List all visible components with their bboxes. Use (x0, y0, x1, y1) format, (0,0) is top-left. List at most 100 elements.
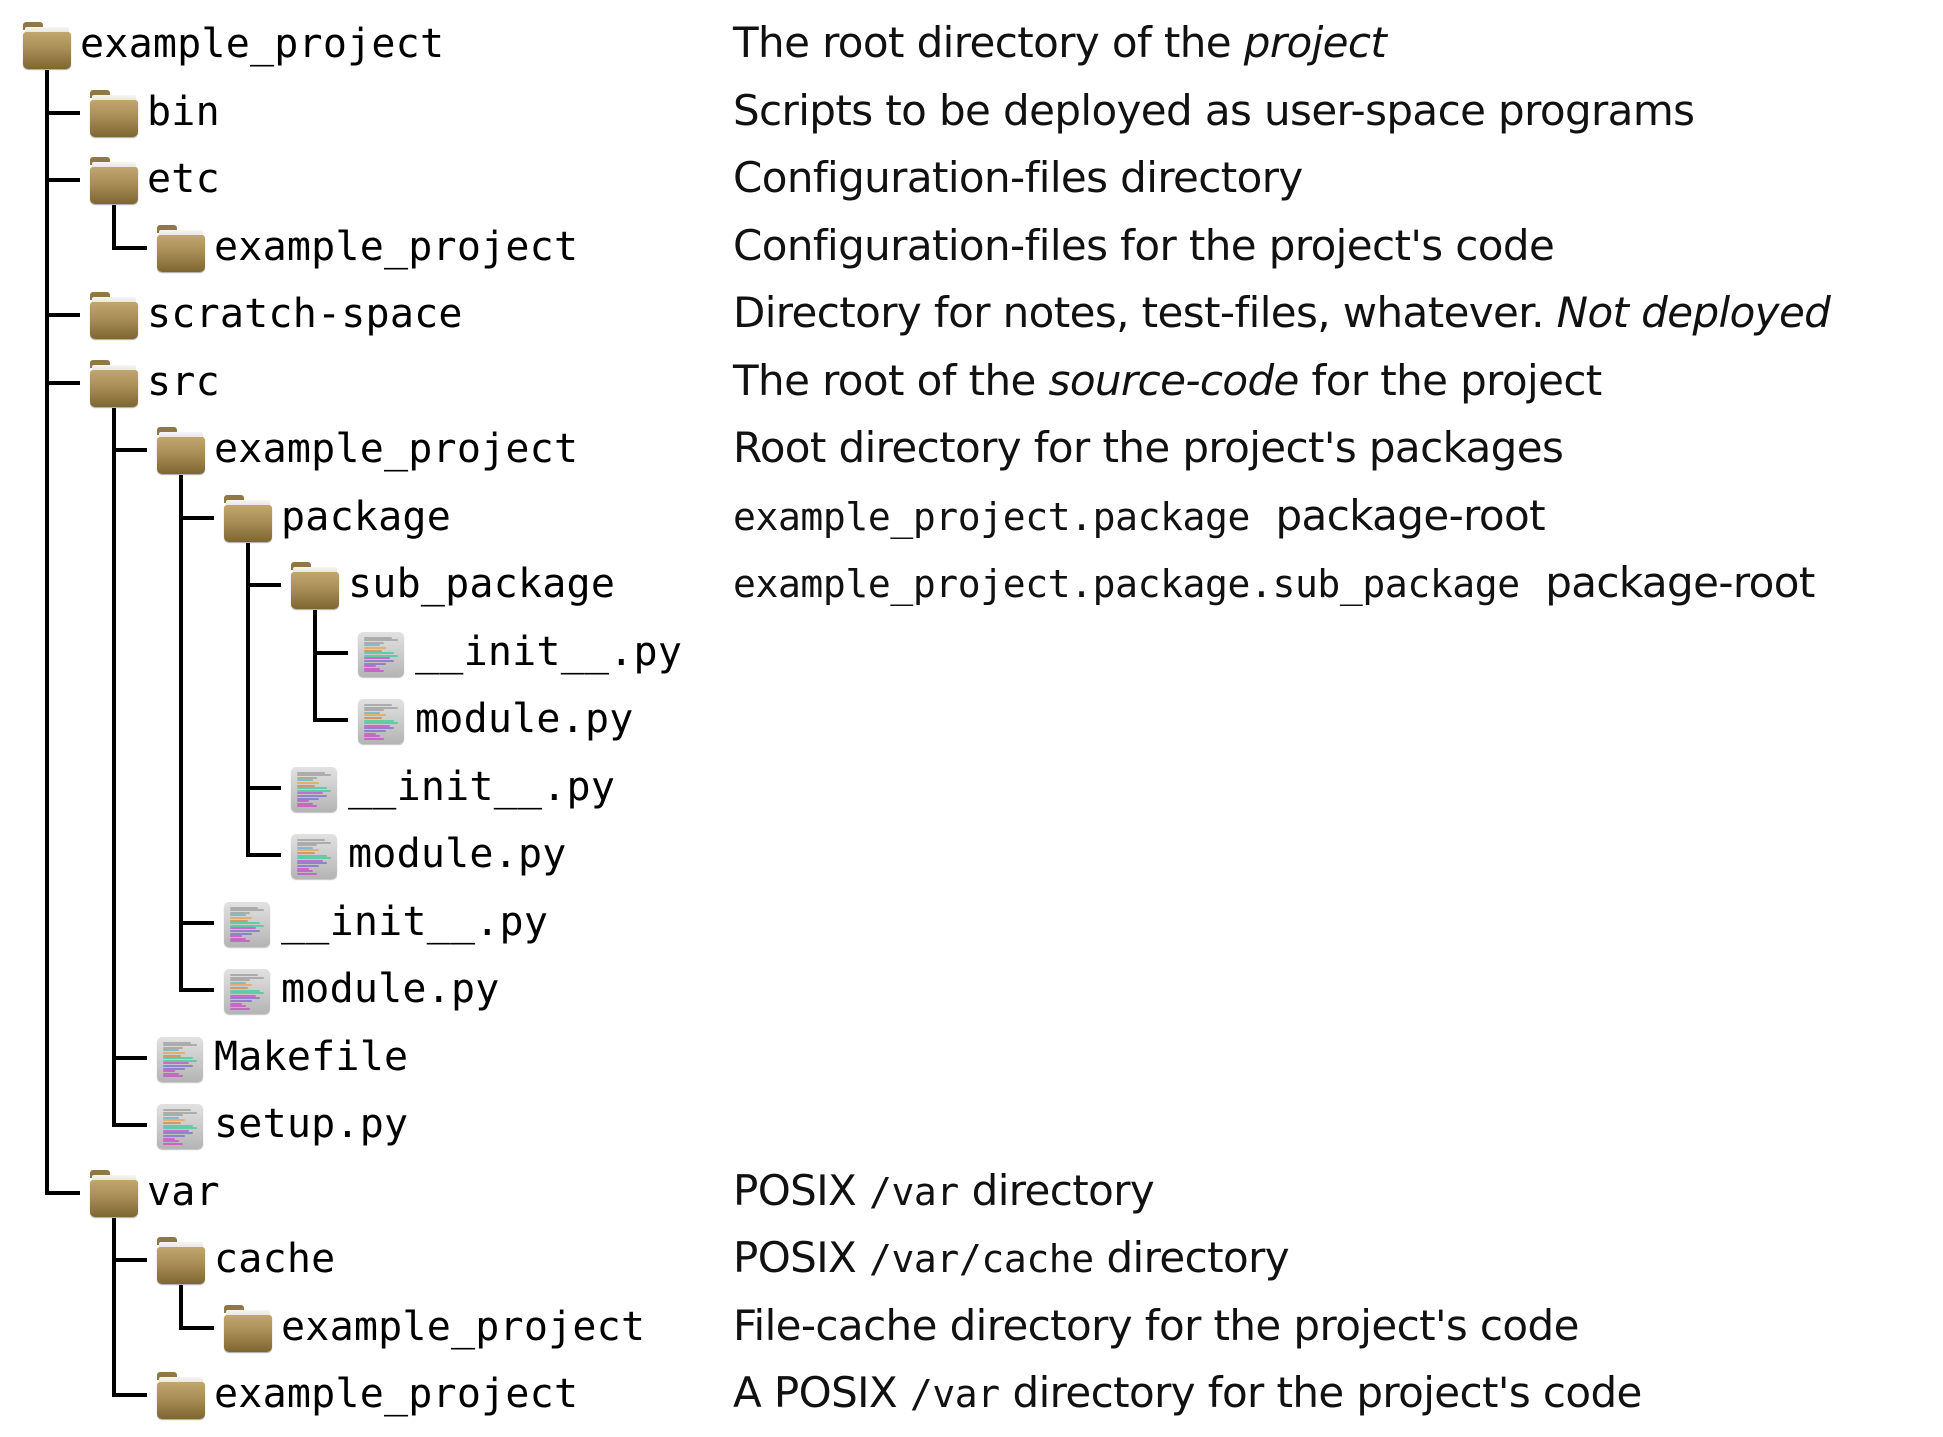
folder-icon (157, 1237, 205, 1284)
tree-connector-branch (179, 920, 214, 925)
code-line-glyph (230, 976, 264, 979)
folder-description: example_project.package package-root (733, 489, 1546, 544)
description-text: The root of the (733, 355, 1049, 405)
file-name: module.py (348, 831, 567, 877)
code-line-glyph (163, 1041, 191, 1044)
source-file-icon (157, 1104, 203, 1149)
code-line-glyph (163, 1075, 183, 1078)
folder-name: cache (214, 1236, 336, 1282)
description-text: Configuration-files for the project's co… (733, 220, 1555, 270)
folder-icon-body (90, 1179, 138, 1217)
folder-icon-body (224, 504, 272, 542)
source-file-icon (358, 699, 404, 744)
code-line-glyph (364, 639, 398, 642)
tree-connector-vertical (246, 542, 250, 857)
code-line-glyph (364, 717, 382, 719)
folder-icon-tab (157, 224, 177, 233)
code-line-glyph (230, 922, 260, 925)
code-line-glyph (163, 1064, 193, 1067)
code-line-glyph (163, 1114, 183, 1117)
code-line-glyph (163, 1140, 179, 1143)
tree-row-file: module.py (0, 687, 1943, 754)
description-text: The root directory of the (733, 18, 1244, 67)
code-line-glyph (230, 1005, 246, 1008)
folder-icon-body (90, 302, 138, 339)
code-line-glyph (163, 1049, 179, 1052)
code-line-glyph (163, 1046, 183, 1049)
code-line-glyph (364, 636, 392, 639)
code-line-glyph (163, 1067, 185, 1070)
code-line-glyph (297, 870, 313, 873)
code-line-glyph (364, 670, 384, 673)
code-line-glyph (297, 794, 327, 797)
folder-icon-body (90, 99, 138, 137)
tree-row-file: __init__.py (0, 755, 1943, 822)
code-line-glyph (297, 844, 317, 847)
code-line-glyph (163, 1127, 197, 1130)
description-code: /var (909, 1372, 1000, 1416)
tree-connector-branch (45, 178, 80, 182)
folder-name: example_project (80, 21, 445, 67)
code-line-glyph (364, 706, 398, 709)
description-emphasis: project (1243, 18, 1387, 67)
code-line-glyph (297, 852, 315, 854)
folder-icon-tab (157, 427, 177, 435)
folder-icon-tab (23, 22, 43, 30)
code-line-glyph (163, 1054, 181, 1057)
tree-connector-branch (112, 1055, 147, 1060)
code-line-glyph (297, 867, 309, 870)
code-line-glyph (364, 657, 390, 660)
description-text: Directory for notes, test-files, whateve… (733, 288, 1557, 337)
code-line-glyph (163, 1062, 189, 1065)
code-line-glyph (364, 730, 386, 732)
code-line-glyph (364, 711, 380, 714)
folder-icon-body (90, 369, 138, 407)
folder-icon (224, 494, 272, 542)
description-text: directory (958, 1165, 1155, 1215)
tree-row-file: module.py (0, 822, 1943, 889)
folder-icon-tab (90, 157, 110, 165)
source-file-icon (157, 1036, 203, 1082)
code-line-glyph (230, 929, 260, 932)
folder-icon-tab (90, 1169, 110, 1178)
code-line-glyph (230, 914, 246, 917)
file-name: Makefile (214, 1033, 409, 1080)
description-text: directory for the project's code (999, 1368, 1643, 1417)
code-line-glyph (230, 1007, 250, 1010)
folder-name: example_project (281, 1303, 646, 1350)
tree-row-file: __init__.py (0, 620, 1943, 687)
folder-name: sub_package (348, 561, 616, 607)
code-line-glyph (364, 641, 384, 644)
folder-icon-body (23, 32, 71, 69)
code-line-glyph (230, 987, 248, 989)
code-line-glyph (230, 927, 256, 930)
description-code: example_project.package (733, 494, 1250, 539)
tree-connector-branch (45, 380, 80, 385)
tree-connector-branch (179, 515, 214, 520)
folder-icon-tab (90, 359, 110, 368)
folder-icon-body (157, 1247, 205, 1284)
code-line-glyph (230, 989, 260, 992)
code-line-glyph (230, 911, 250, 914)
folder-name: bin (147, 88, 220, 135)
folder-description: POSIX /var/cache directory (733, 1231, 1290, 1286)
description-text: directory (1093, 1233, 1290, 1282)
tree-row-file: setup.py (0, 1092, 1943, 1159)
code-line-glyph (230, 974, 258, 976)
source-file-icon (291, 834, 337, 879)
tree-connector-branch (112, 1258, 147, 1262)
tree-connector-branch (246, 583, 281, 587)
tree-connector-branch (112, 245, 147, 250)
code-line-glyph (364, 727, 394, 730)
folder-description: Scripts to be deployed as user-space pro… (733, 84, 1695, 138)
tree-connector-branch (313, 718, 348, 722)
tree-connector-vertical (313, 610, 317, 722)
folder-name: scratch-space (147, 291, 463, 337)
folder-name: example_project (214, 1371, 579, 1417)
